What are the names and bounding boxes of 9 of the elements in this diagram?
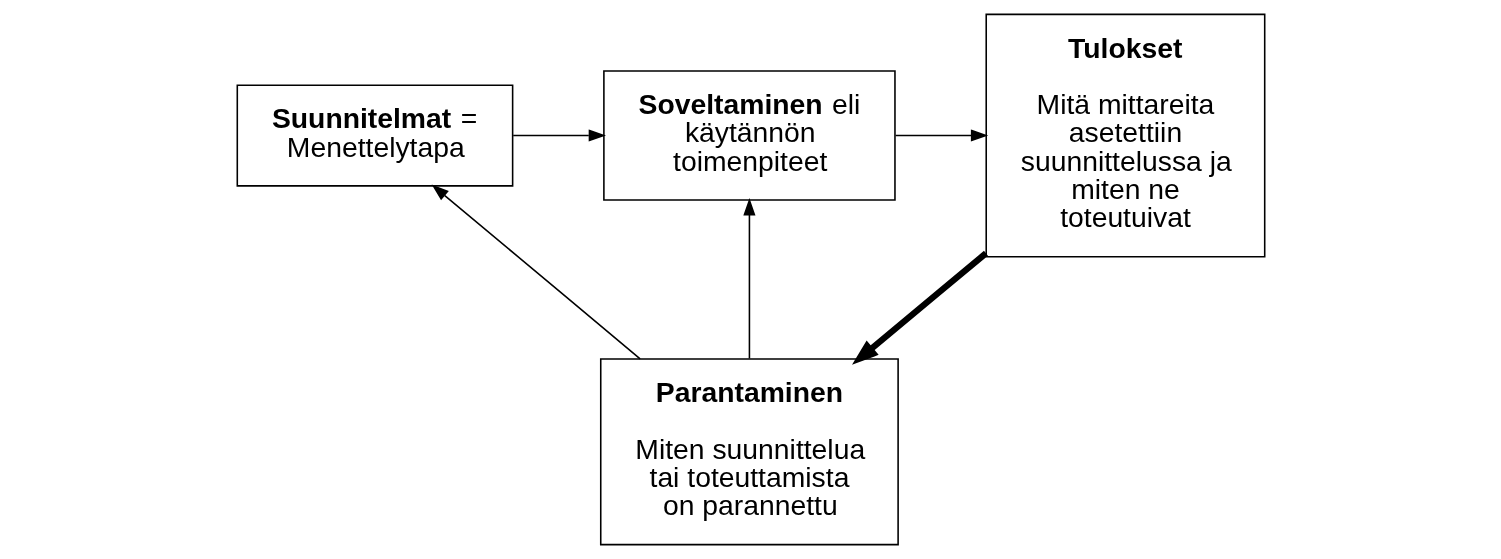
arrow [511,129,606,142]
arrow [894,129,988,142]
node-box: Soveltaminen eli käytännön toimenpiteet [602,70,896,201]
arrow [851,250,988,365]
node-box: Suunnitelmat = Menettelytapa [236,84,513,187]
node-box: Parantaminen Miten suunnittelua tai toteuttamista on parannettu [599,358,899,546]
arrow [431,184,641,360]
node-box: Tulokset Mitä mittareita asetettiin suunnittelussa ja miten ne toteutuivat [984,13,1265,258]
arrow [742,198,755,360]
